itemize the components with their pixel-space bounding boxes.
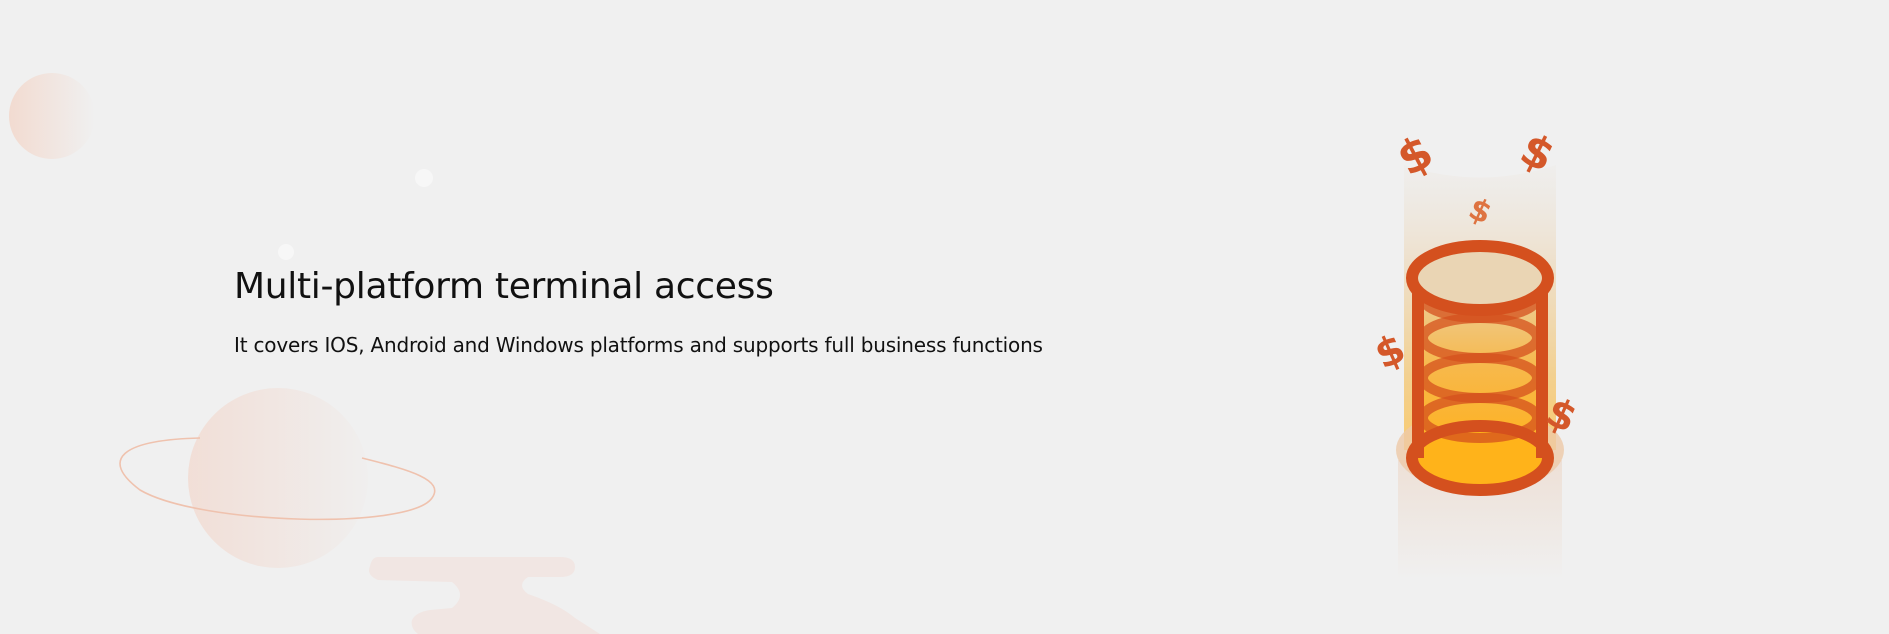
decor-circle-top-left bbox=[9, 73, 95, 159]
decor-cloud bbox=[369, 557, 600, 634]
decor-planet-ring bbox=[119, 437, 436, 521]
decor-dot bbox=[278, 244, 294, 260]
page-subtitle: It covers IOS, Android and Windows platf… bbox=[234, 333, 1043, 357]
hero-text: Multi-platform terminal access It covers… bbox=[234, 258, 1134, 360]
page-title: Multi-platform terminal access bbox=[234, 266, 774, 307]
coin-stack-icon: $ $ $ $ $ bbox=[1370, 123, 1583, 580]
decor-dot bbox=[415, 169, 433, 187]
decor-planet bbox=[188, 388, 368, 568]
